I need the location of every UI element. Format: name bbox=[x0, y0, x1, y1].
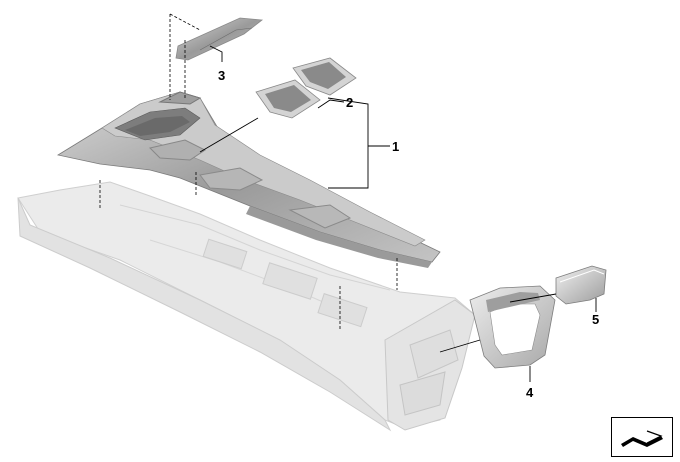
storage-lid bbox=[555, 265, 607, 305]
callout-3: 3 bbox=[218, 68, 226, 83]
grille-inserts bbox=[255, 57, 357, 119]
bezel-opening bbox=[489, 303, 541, 356]
leader-lines bbox=[199, 45, 597, 382]
bezel-frame bbox=[469, 285, 556, 369]
trim-strip bbox=[175, 17, 264, 61]
assembly-guide-lines bbox=[99, 13, 398, 330]
callout-2: 2 bbox=[346, 95, 354, 110]
callout-1: 1 bbox=[392, 139, 400, 154]
centre-console-trim bbox=[56, 91, 441, 268]
trim-strip-body bbox=[175, 17, 264, 61]
callout-5: 5 bbox=[592, 312, 600, 327]
console-housing-side bbox=[17, 197, 392, 432]
view-direction-icon bbox=[611, 417, 673, 457]
callout-4: 4 bbox=[526, 385, 534, 400]
console-housing bbox=[17, 181, 476, 432]
storage-lid-body bbox=[555, 265, 607, 305]
